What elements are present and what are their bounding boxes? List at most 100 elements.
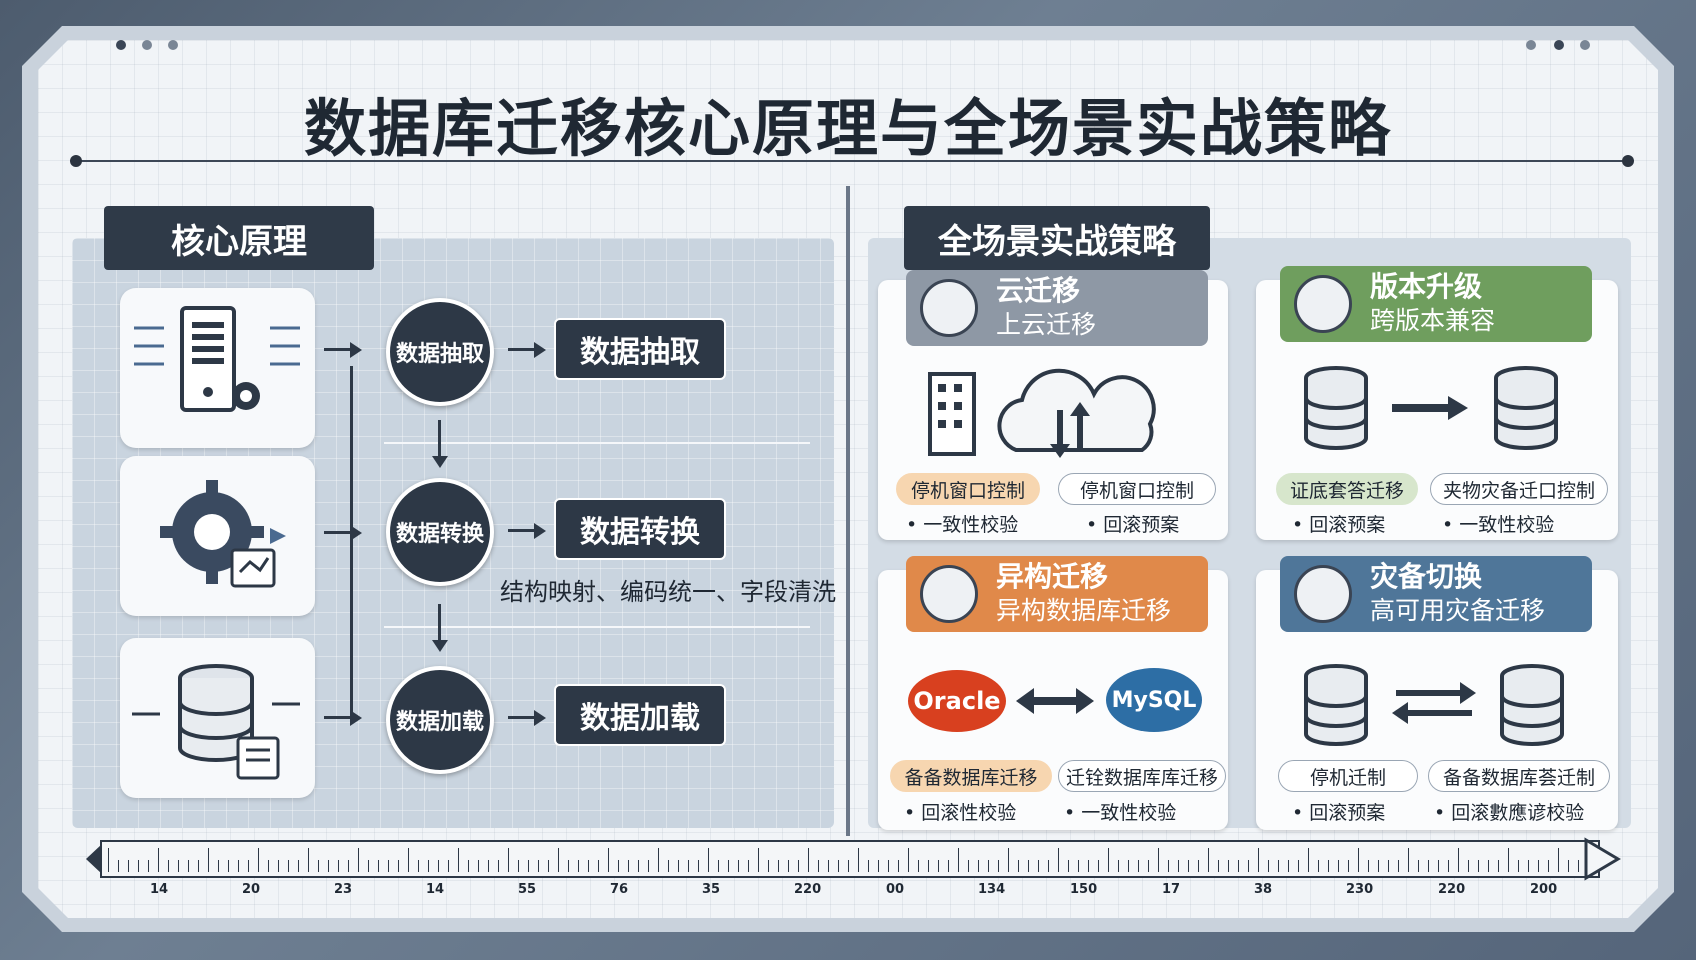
timeline-tick xyxy=(1568,860,1569,872)
timeline-label: 230 xyxy=(1346,882,1374,897)
timeline-tick xyxy=(1278,860,1279,872)
timeline-label: 38 xyxy=(1254,882,1273,897)
timeline-tick xyxy=(1368,860,1369,872)
timeline-tick xyxy=(1208,848,1209,872)
transform-label-text: 数据转换 xyxy=(580,515,700,550)
heterogeneous-migration-title: 异构迁移 xyxy=(996,560,1109,593)
load-label: 数据加载 xyxy=(554,684,726,746)
timeline-tick xyxy=(1318,860,1319,872)
upgrade-pill-2: 夹物灾备迁口控制 xyxy=(1430,473,1608,505)
center-divider xyxy=(846,186,850,836)
timeline-label: 55 xyxy=(518,882,537,897)
timeline-label: 220 xyxy=(794,882,822,897)
timeline-tick xyxy=(1268,860,1269,872)
db-sync-icon xyxy=(1304,664,1564,746)
timeline-tick xyxy=(548,860,549,872)
timeline-tick xyxy=(1118,860,1119,872)
timeline-tick xyxy=(208,848,209,872)
timeline-tick xyxy=(708,848,709,872)
dr-pill-2: 备备数据库荟迁制 xyxy=(1428,760,1610,792)
timeline-start-icon xyxy=(86,844,102,874)
timeline-tick xyxy=(358,848,359,872)
db-upgrade-icon xyxy=(1304,366,1558,450)
timeline-tick xyxy=(1398,860,1399,872)
timeline-tick xyxy=(658,848,659,872)
version-upgrade-header: 版本升级 跨版本兼容 xyxy=(1280,266,1592,342)
timeline-tick xyxy=(1538,860,1539,872)
corner-dot xyxy=(116,40,126,50)
timeline-tick xyxy=(1458,848,1459,872)
timeline-tick xyxy=(1018,860,1019,872)
timeline-tick xyxy=(598,860,599,872)
load-label-text: 数据加载 xyxy=(580,701,700,736)
timeline-tick xyxy=(268,860,269,872)
version-upgrade-subtitle: 跨版本兼容 xyxy=(1370,306,1496,335)
timeline-label: 14 xyxy=(150,882,169,897)
timeline-tick xyxy=(1188,860,1189,872)
cloud-migration-title: 云迁移 xyxy=(996,274,1081,307)
timeline-tick xyxy=(688,860,689,872)
timeline-tick xyxy=(368,860,369,872)
timeline-tick xyxy=(318,860,319,872)
timeline-label: 134 xyxy=(978,882,1006,897)
timeline-label: 23 xyxy=(334,882,353,897)
timeline-tick xyxy=(388,860,389,872)
cloud-building-icon xyxy=(928,368,1156,458)
timeline-tick xyxy=(1418,860,1419,872)
timeline-tick xyxy=(178,860,179,872)
timeline-tick xyxy=(908,848,909,872)
step-divider xyxy=(384,626,810,628)
timeline-tick xyxy=(1328,860,1329,872)
timeline-tick xyxy=(1528,860,1529,872)
corner-dot xyxy=(168,40,178,50)
timeline-arrow-icon xyxy=(1584,837,1621,881)
server-icon-card xyxy=(120,288,315,448)
timeline-tick xyxy=(648,860,649,872)
timeline-tick xyxy=(678,860,679,872)
cloud-pill-2: 停机窗口控制 xyxy=(1058,473,1216,505)
timeline-tick xyxy=(448,860,449,872)
step-divider xyxy=(384,442,810,444)
timeline-tick xyxy=(158,848,159,872)
extract-label: 数据抽取 xyxy=(554,318,726,380)
timeline-tick xyxy=(378,860,379,872)
database-badge-icon xyxy=(1294,565,1352,623)
timeline-tick xyxy=(818,860,819,872)
database-badge-icon xyxy=(920,279,978,337)
corner-dot xyxy=(1580,40,1590,50)
timeline-tick xyxy=(1088,860,1089,872)
timeline-tick xyxy=(1178,860,1179,872)
timeline-label: 00 xyxy=(886,882,905,897)
timeline-tick xyxy=(728,860,729,872)
flow-line xyxy=(438,604,441,644)
timeline-tick xyxy=(408,848,409,872)
timeline-tick xyxy=(1028,860,1029,872)
timeline-tick xyxy=(768,860,769,872)
timeline-tick xyxy=(218,860,219,872)
timeline-label: 76 xyxy=(610,882,629,897)
timeline-tick xyxy=(1508,848,1509,872)
load-node: 数据加载 xyxy=(386,666,494,774)
timeline-tick xyxy=(858,848,859,872)
extract-label-text: 数据抽取 xyxy=(580,335,700,370)
timeline-tick xyxy=(938,860,939,872)
timeline-tick xyxy=(328,860,329,872)
mysql-logo: MySQL xyxy=(1106,668,1202,732)
timeline-tick xyxy=(1258,848,1259,872)
timeline-tick xyxy=(508,848,509,872)
flow-line xyxy=(508,716,536,719)
timeline-tick xyxy=(1108,848,1109,872)
cloud-migration-header: 云迁移 上云迁移 xyxy=(906,270,1208,346)
timeline-tick xyxy=(128,860,129,872)
timeline-tick xyxy=(958,848,959,872)
timeline-tick xyxy=(1228,860,1229,872)
timeline-label: 14 xyxy=(426,882,445,897)
extract-node: 数据抽取 xyxy=(386,298,494,406)
timeline-tick xyxy=(1098,860,1099,872)
vertical-bus xyxy=(350,366,353,716)
upgrade-bullet-1: • 回滚预案 xyxy=(1292,514,1386,536)
timeline-tick xyxy=(438,860,439,872)
timeline-tick xyxy=(788,860,789,872)
flow-arrowhead-down xyxy=(432,456,448,468)
heterogeneous-migration-header: 异构迁移 异构数据库迁移 xyxy=(906,556,1208,632)
